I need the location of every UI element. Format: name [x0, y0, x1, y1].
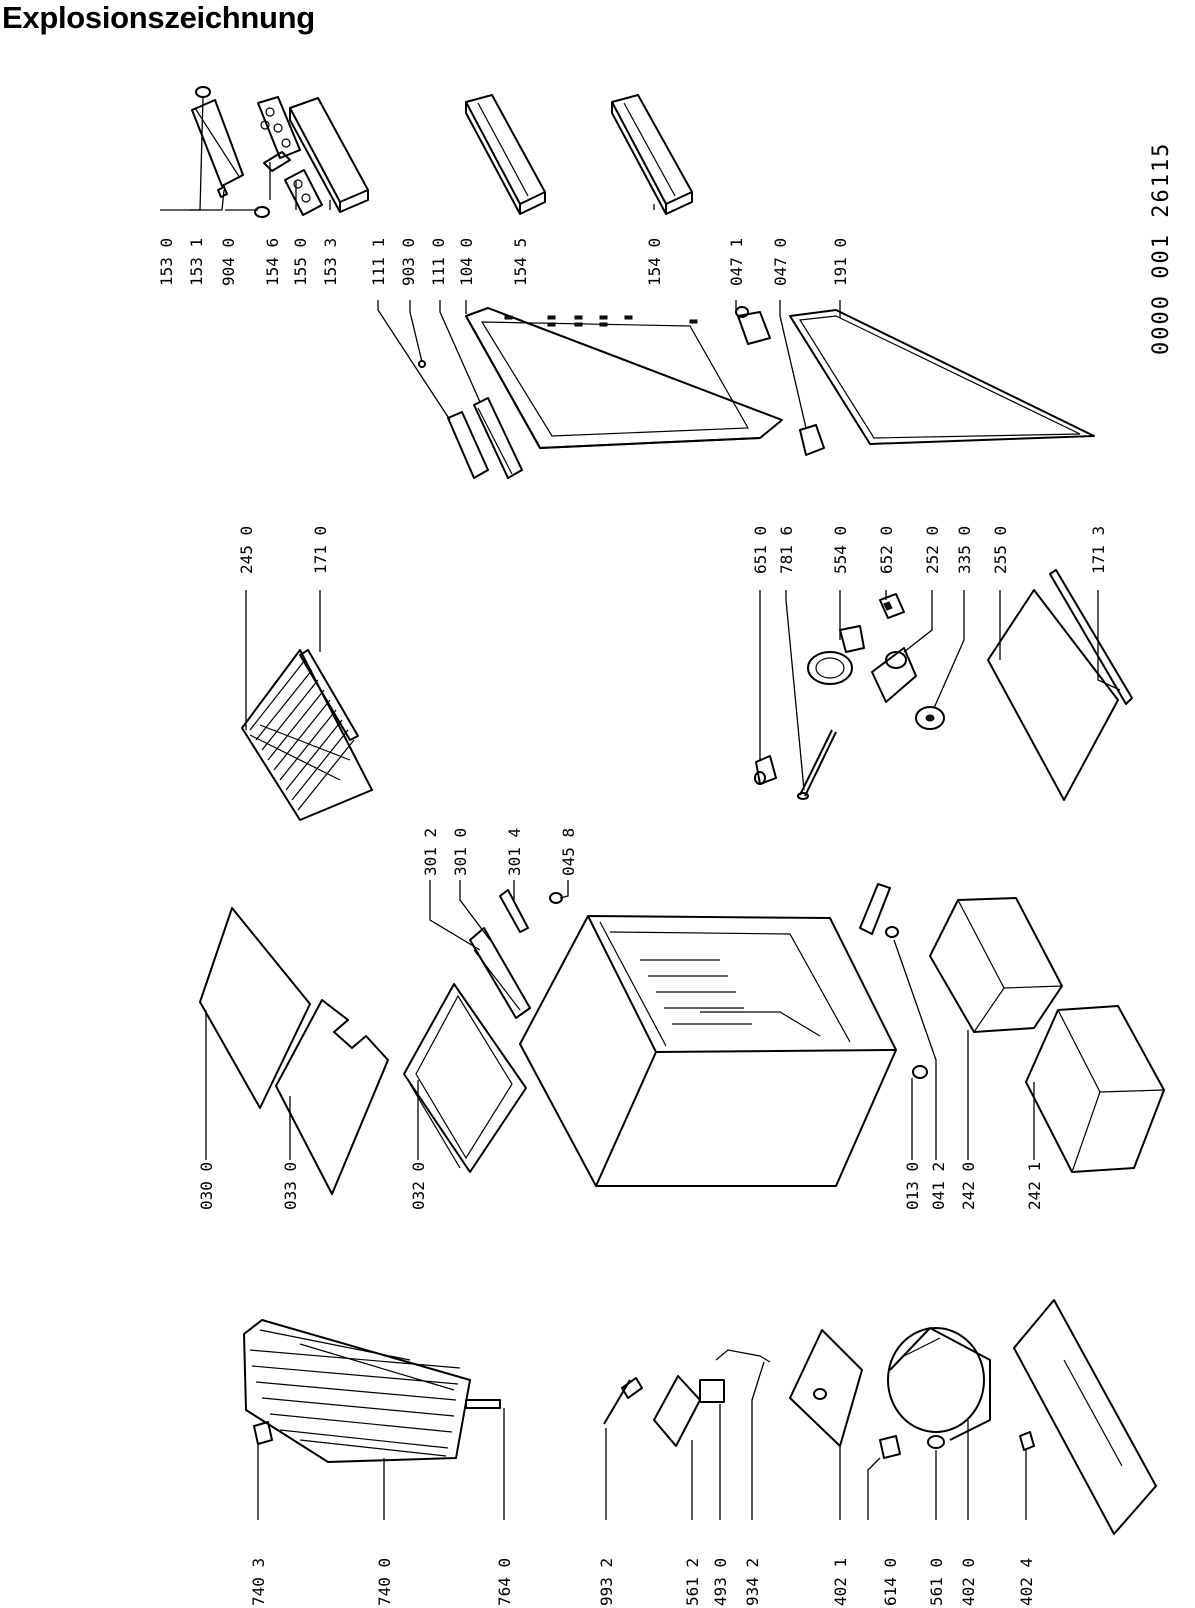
knob-part — [915, 706, 945, 730]
grommet-561-part — [927, 1435, 945, 1449]
part-label: 154 0 — [645, 238, 664, 286]
freezer-lid-part — [199, 907, 311, 1109]
part-label: 153 3 — [321, 238, 340, 286]
part-label: 561 2 — [683, 1558, 702, 1606]
overload-protector-part — [699, 1379, 725, 1403]
clip-402-4-part — [1019, 1431, 1035, 1451]
part-label: 041 2 — [929, 1162, 948, 1210]
part-label: 740 0 — [375, 1558, 394, 1606]
part-label: 045 8 — [559, 828, 578, 876]
part-label: 903 0 — [399, 238, 418, 286]
part-label: 740 3 — [249, 1558, 268, 1606]
part-label: 335 0 — [955, 526, 974, 574]
part-label: 561 0 — [927, 1558, 946, 1606]
part-label: 242 1 — [1025, 1162, 1044, 1210]
part-label: 301 4 — [505, 828, 524, 876]
part-label: 614 0 — [881, 1558, 900, 1606]
wire-shelf-part — [241, 649, 373, 821]
freezer-bottom-part — [275, 999, 389, 1195]
part-label: 013 0 — [903, 1162, 922, 1210]
leader-lines — [160, 96, 1121, 1520]
part-label: 033 0 — [281, 1162, 300, 1210]
part-label: 651 0 — [751, 526, 770, 574]
thermostat-part — [807, 625, 865, 685]
part-label: 154 6 — [263, 238, 282, 286]
wire-934-part — [715, 1349, 771, 1363]
part-label: 153 1 — [187, 238, 206, 286]
compressor-bracket-part — [789, 1329, 863, 1447]
part-label: 934 2 — [743, 1558, 762, 1606]
shelf-trim-strip-part — [1049, 569, 1133, 705]
door-tube-part — [191, 86, 270, 218]
door-balcony-upper-part — [465, 94, 546, 215]
part-label: 402 1 — [831, 1558, 850, 1606]
glass-shelf-part — [987, 589, 1119, 801]
lamp-holder-part — [754, 755, 777, 785]
part-label: 252 0 — [923, 526, 942, 574]
crisper-drawer-lower-part — [1025, 1005, 1165, 1173]
part-label: 255 0 — [991, 526, 1010, 574]
hinge-plate-part — [859, 883, 891, 935]
part-label: 032 0 — [409, 1162, 428, 1210]
part-label: 764 0 — [495, 1558, 514, 1606]
cover-strip-part — [499, 889, 529, 933]
part-label: 030 0 — [197, 1162, 216, 1210]
document-number: 0000 001 26115 — [1149, 142, 1174, 355]
page-title: Explosionszeichnung — [2, 0, 315, 35]
door-gasket-part — [789, 309, 1095, 445]
cable-993-part — [603, 1377, 643, 1425]
capillary-part — [797, 729, 837, 800]
relay-part — [653, 1375, 701, 1447]
part-label: 111 0 — [429, 238, 448, 286]
part-label: 171 3 — [1089, 526, 1108, 574]
compressor-part — [887, 1327, 991, 1441]
part-label: 104 0 — [457, 238, 476, 286]
drier-filter-part — [465, 1399, 501, 1409]
door-shelf-tray-part — [289, 97, 369, 213]
light-switch-part — [879, 593, 905, 619]
part-label: 301 0 — [451, 828, 470, 876]
freezer-door-part — [403, 983, 527, 1173]
part-label: 652 0 — [877, 526, 896, 574]
egg-tray-part — [257, 96, 323, 216]
part-number-labels: 153 0 153 1 904 0 154 6 155 0 153 3 111 … — [157, 238, 1108, 1606]
part-label: 904 0 — [219, 238, 238, 286]
door-handle-part — [473, 397, 523, 479]
part-label: 191 0 — [831, 238, 850, 286]
part-label: 402 4 — [1017, 1558, 1036, 1606]
condenser-part — [243, 1319, 471, 1463]
door-panel-part — [465, 307, 783, 449]
door-balcony-lower-part — [611, 94, 693, 215]
part-label: 047 0 — [771, 238, 790, 286]
part-label: 402 0 — [959, 1558, 978, 1606]
crisper-drawer-upper-part — [929, 897, 1063, 1033]
part-label: 047 1 — [727, 238, 746, 286]
part-label: 301 2 — [421, 828, 440, 876]
base-plate-part — [1013, 1299, 1157, 1535]
upper-door-hinge-part — [735, 306, 771, 345]
thermostat-housing-part — [871, 647, 917, 703]
part-label: 171 0 — [311, 526, 330, 574]
foot-part — [885, 926, 928, 1079]
part-label: 993 2 — [597, 1558, 616, 1606]
cabinet-body-part — [519, 915, 897, 1187]
part-label: 554 0 — [831, 526, 850, 574]
lower-door-bearing-part — [799, 424, 825, 456]
evaporator-cover-part — [469, 927, 531, 1019]
part-label: 111 1 — [369, 238, 388, 286]
part-label: 493 0 — [711, 1558, 730, 1606]
handle-cover-part — [447, 411, 489, 479]
part-label: 781 6 — [777, 526, 796, 574]
part-label: 154 5 — [511, 238, 530, 286]
part-label: 155 0 — [291, 238, 310, 286]
clip-740-3-part — [253, 1421, 273, 1445]
part-label: 242 0 — [959, 1162, 978, 1210]
grommet-614-part — [879, 1435, 901, 1459]
part-label: 245 0 — [237, 526, 256, 574]
part-label: 153 0 — [157, 238, 176, 286]
